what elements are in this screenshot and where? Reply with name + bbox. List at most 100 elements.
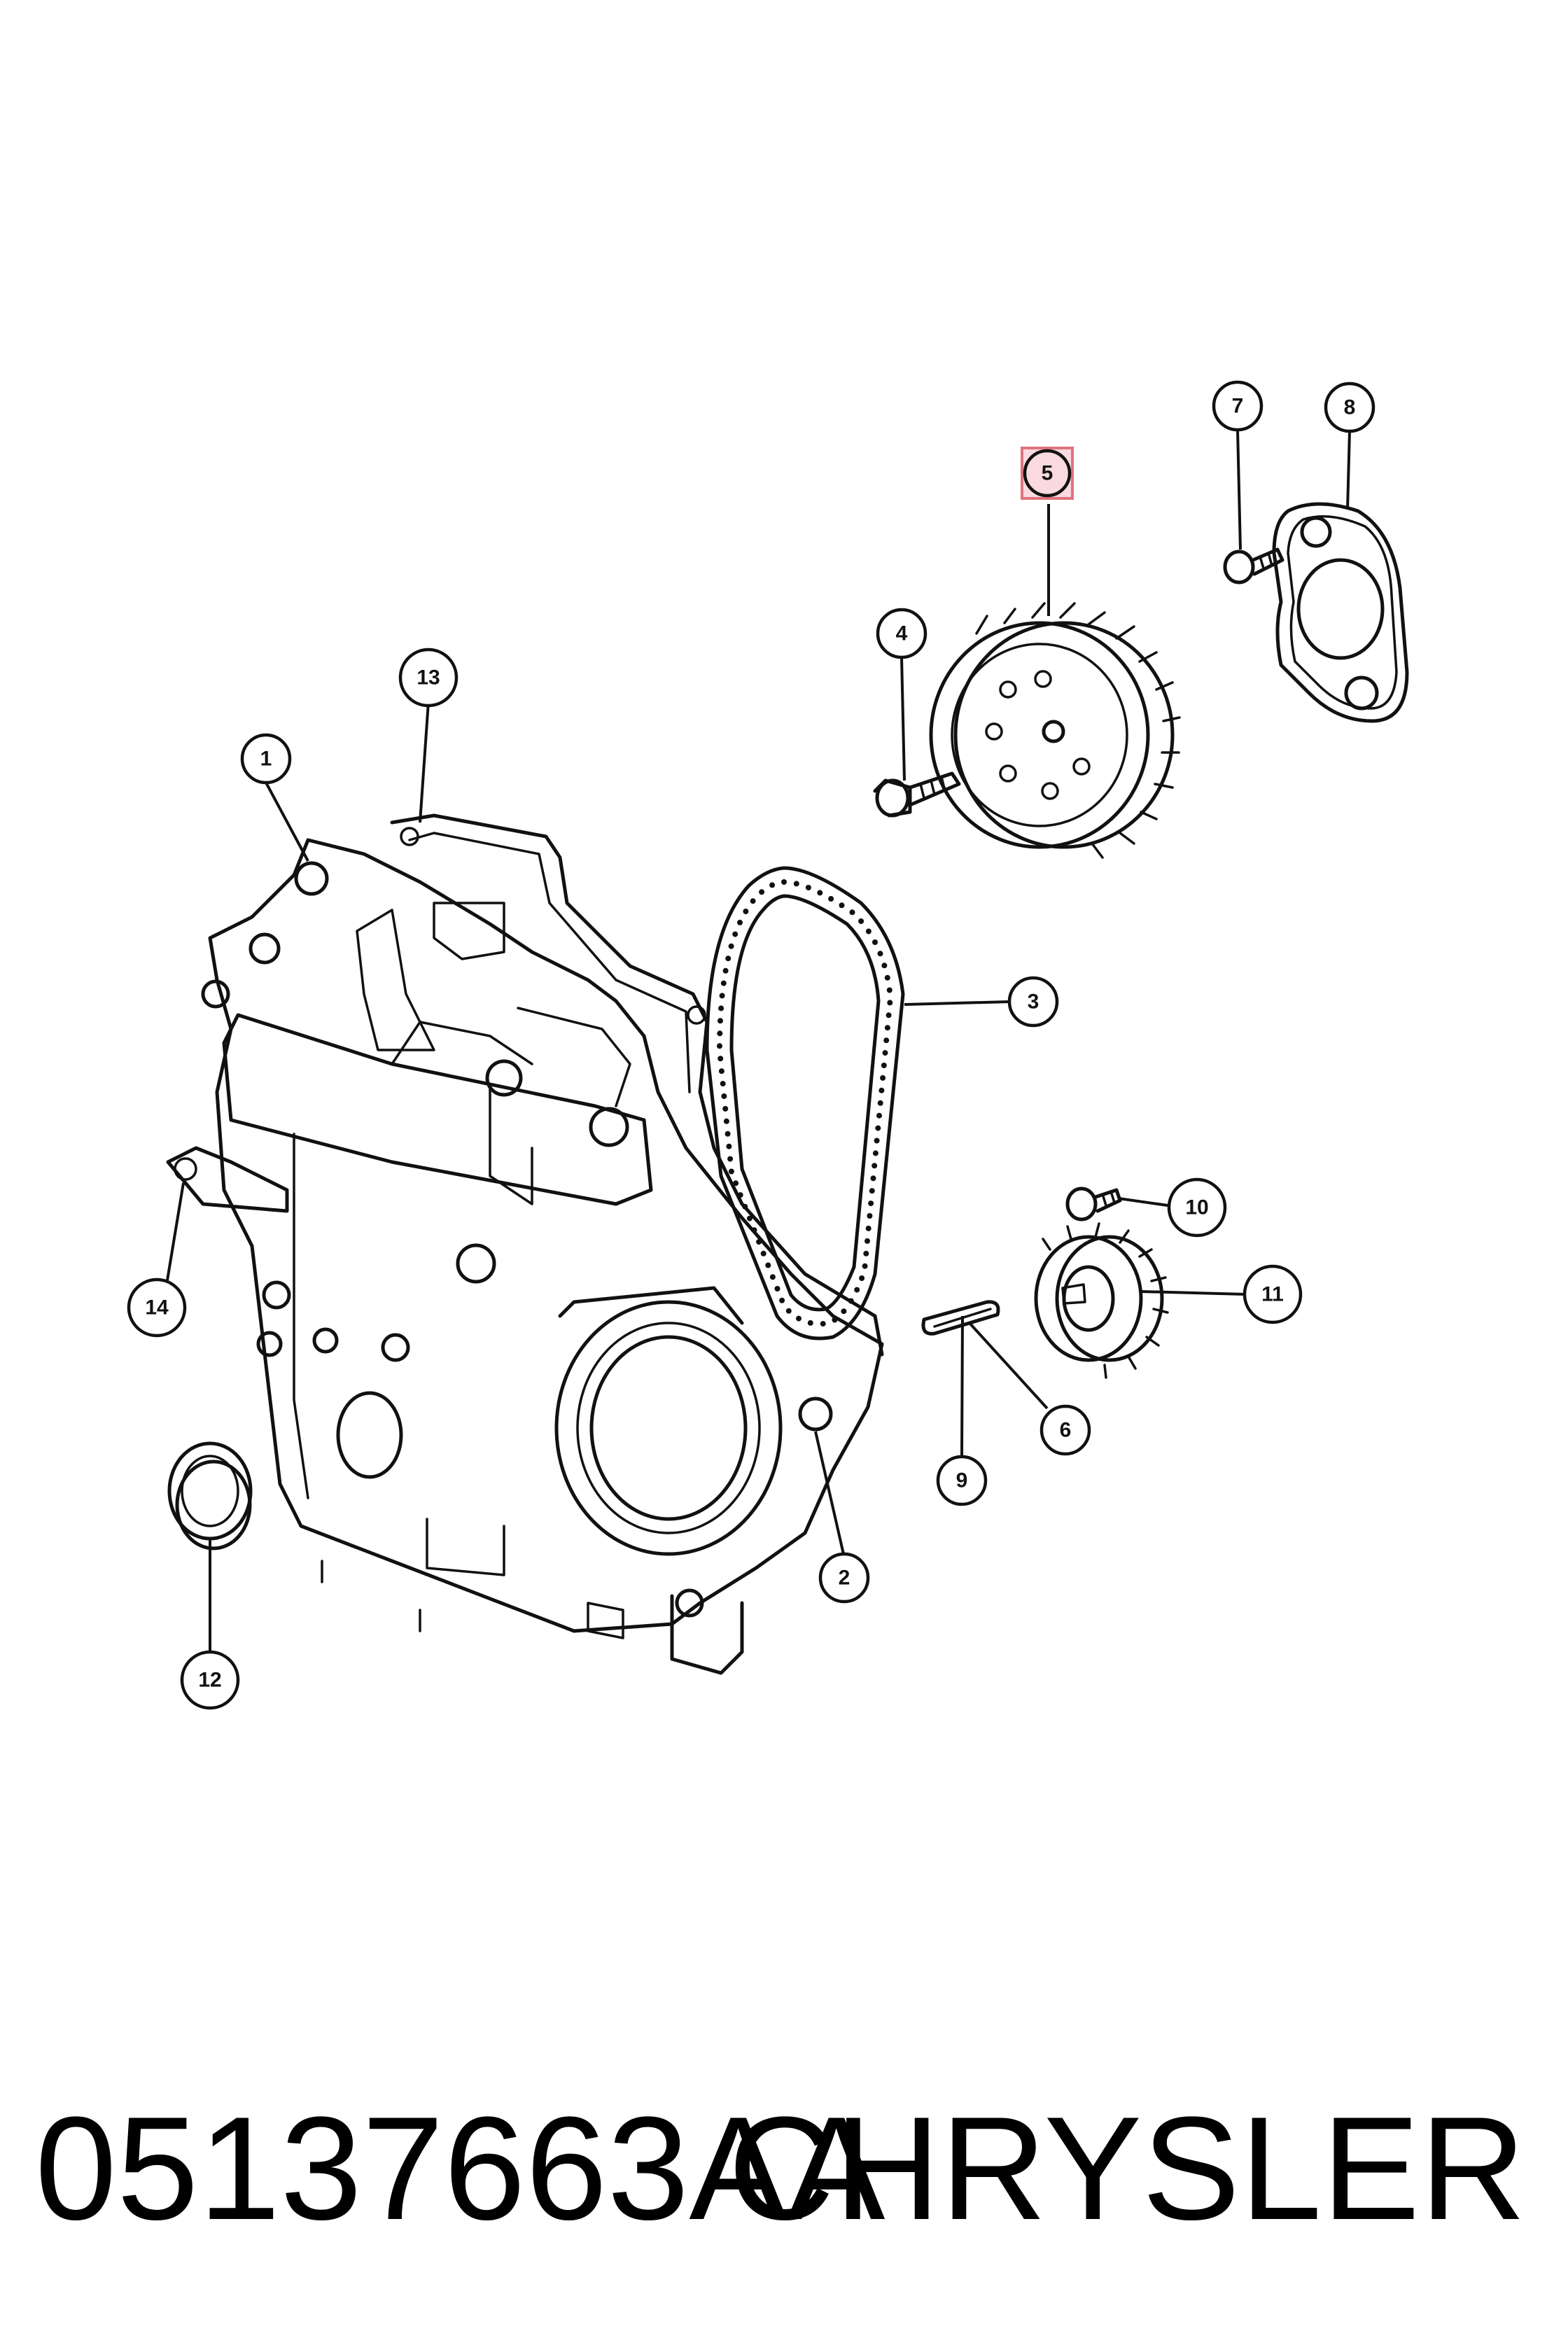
callout-8-label: 8 [1344,396,1356,419]
crank-bolt [1065,1186,1122,1222]
chain-link [858,918,864,924]
chain-link [742,1203,748,1210]
chain-link [733,1180,739,1186]
chain-link [724,1130,731,1137]
callout-4: 4 [876,608,927,659]
callout-1: 1 [240,733,292,785]
chain-link [817,890,823,896]
crank-seal [167,1441,253,1550]
chain-link [718,1018,723,1024]
chain-link [723,1118,729,1124]
chain-link [743,909,749,914]
chain-link [720,1081,726,1087]
chain-link [886,1012,892,1018]
chain-link [886,987,892,993]
chain-link [864,1238,870,1244]
callout-13-label: 13 [416,666,440,690]
callouts: 1 2 3 4 5 6 7 8 [127,380,1376,1710]
chain-link [848,1298,854,1304]
chain-link [756,1239,762,1245]
callout-10: 10 [1167,1177,1227,1238]
chain-link [793,881,799,887]
chain-link [719,993,725,999]
chain-link [751,1227,757,1233]
chain-link [859,1275,865,1281]
chain-link [869,1188,875,1194]
chain-link [796,1315,802,1322]
chain-link [737,1192,743,1198]
chain-link [820,1321,826,1327]
chain-link [884,974,890,981]
chain-link [887,1000,893,1006]
chain-link [878,1087,885,1093]
plate-bolt [1223,547,1284,584]
chain-link [875,1125,881,1131]
chain-link [720,980,727,986]
chain-link [725,955,732,962]
chain-link [805,885,811,890]
callout-9: 9 [936,1455,988,1506]
chain-link [728,1168,734,1175]
callout-8: 8 [1324,382,1376,433]
chain-link [759,889,765,895]
callout-9-label: 9 [956,1469,968,1492]
callout-5: 5 [1023,449,1072,498]
chain-link [769,1274,776,1280]
chain-link [876,1112,882,1119]
timing-chain [705,866,905,1340]
chain-link [728,943,734,949]
chain-link [779,1297,785,1303]
chain-link [760,1250,766,1256]
callout-12: 12 [180,1650,240,1710]
chain-link [718,1005,724,1011]
chain-link [721,1093,727,1099]
chain-link [841,1308,847,1315]
chain-link [849,909,855,916]
chain-link [737,919,743,925]
chain-link [726,1143,732,1149]
callout-7: 7 [1212,380,1264,432]
callout-2-label: 2 [839,1567,850,1590]
callout-4-label: 4 [896,622,908,645]
chain-link [880,1074,886,1081]
chain-link [884,1025,890,1031]
sprocket-bolt [873,771,961,818]
chain-link [717,1043,722,1049]
chain-link [765,1262,771,1268]
chain-link [722,967,729,974]
leader-lines [165,429,1351,1653]
chain-link [854,1287,860,1293]
chain-link [877,1100,883,1106]
mount-bracket [166,1146,289,1213]
callout-12-label: 12 [198,1669,221,1692]
chain-link [883,1037,890,1044]
chain-link [874,1138,880,1144]
part-number: 05137663AA [35,2086,885,2250]
chain-link [727,1156,734,1162]
chain-link [769,882,776,888]
camshaft-sprocket [929,602,1181,859]
chain-link [722,1105,729,1112]
chain-link [865,928,872,934]
chain-link [839,902,845,909]
chain-link [832,1317,838,1323]
callout-14: 14 [127,1278,187,1338]
chain-link [872,1163,878,1169]
callout-7-label: 7 [1232,395,1244,418]
chain-link [717,1030,723,1037]
chain-link [718,1056,724,1062]
callout-5-label: 5 [1042,462,1054,485]
chain-link [881,962,888,969]
callout-14-label: 14 [145,1296,169,1320]
chain-link [877,951,883,957]
callout-11-label: 11 [1261,1283,1284,1306]
chain-link [774,1286,780,1292]
callout-6-label: 6 [1060,1419,1072,1442]
chain-link [865,1225,872,1231]
chain-link [872,939,878,945]
callout-2: 2 [818,1552,870,1604]
chain-link [870,1175,876,1182]
chain-link [807,1320,813,1326]
cover-plate [1272,502,1409,723]
